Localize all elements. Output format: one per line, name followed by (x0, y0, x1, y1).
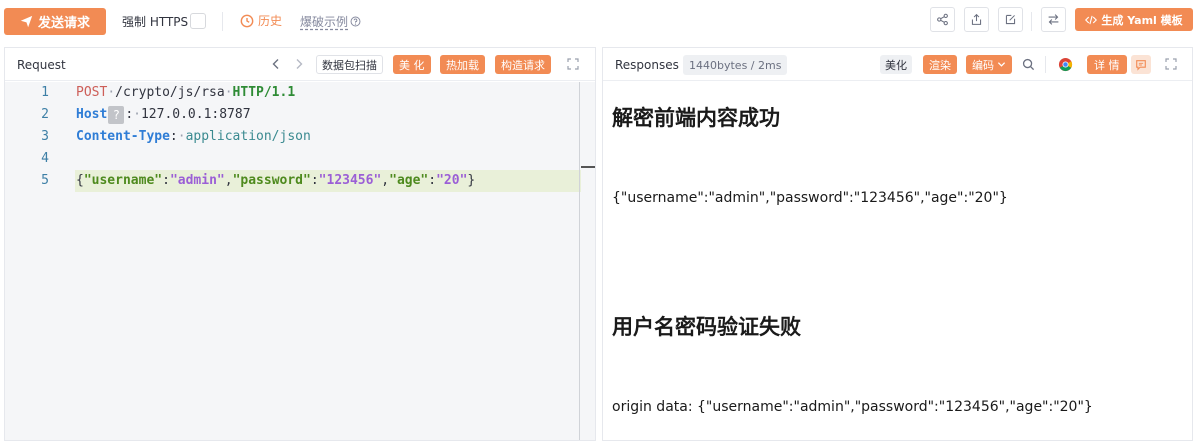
swap-button[interactable] (1041, 7, 1066, 32)
edit-icon (1005, 14, 1016, 25)
response-text: {"username":"admin","password":"123456",… (612, 190, 1008, 206)
content-type-value: application/json (185, 129, 311, 144)
json-value: "123456" (318, 173, 382, 188)
code-icon (1085, 15, 1098, 24)
render-response-tab[interactable]: 渲染 (923, 55, 957, 74)
response-render-view: 解密前端内容成功 {"username":"admin","password":… (603, 82, 1192, 440)
force-https-label: 强制 HTTPS (122, 15, 189, 29)
line-number: 2 (41, 107, 49, 122)
upload-icon (971, 13, 982, 25)
detail-label: 详 情 (1094, 58, 1120, 72)
send-icon (20, 15, 33, 28)
brute-examples-label: 爆破示例 (300, 15, 349, 29)
chevron-right-icon[interactable] (293, 58, 305, 70)
request-panel: Request 数据包扫描 美 化 热加载 构造请求 1 2 3 4 5 POS… (4, 47, 596, 441)
chevron-left-icon[interactable] (270, 58, 282, 70)
comment-button[interactable] (1131, 55, 1151, 74)
share-button[interactable] (930, 7, 955, 32)
json-key: "password" (232, 173, 311, 188)
generate-yaml-label: 生成 Yaml 模板 (1101, 13, 1183, 27)
response-size-badge: 1440bytes / 2ms (683, 55, 788, 75)
export-button[interactable] (964, 7, 989, 32)
line-number: 5 (41, 173, 49, 188)
hot-load-button[interactable]: 热加载 (440, 55, 485, 74)
encoding-label: 编码 (972, 58, 994, 72)
help-icon (350, 16, 361, 27)
render-response-label: 渲染 (929, 58, 951, 72)
json-value: "20" (436, 173, 468, 188)
beautify-request-label: 美 化 (399, 58, 425, 72)
send-request-button[interactable]: 发送请求 (4, 8, 106, 35)
beautify-response-tab[interactable]: 美化 (880, 55, 912, 74)
request-title: Request (17, 58, 66, 72)
host-key: Host (76, 107, 108, 122)
response-panel: Responses 1440bytes / 2ms 美化 渲染 编码 详 情 解… (602, 47, 1193, 441)
line-gutter: 1 2 3 4 5 (5, 82, 59, 440)
request-editor[interactable]: 1 2 3 4 5 POST·/crypto/js/rsa·HTTP/1.1 H… (5, 82, 595, 440)
detail-button[interactable]: 详 情 (1087, 55, 1127, 74)
request-header: Request 数据包扫描 美 化 热加载 构造请求 (5, 48, 595, 81)
send-request-label: 发送请求 (37, 16, 90, 31)
line-number: 4 (41, 151, 49, 166)
scrollbar-cursor-marker (581, 166, 595, 168)
packet-scan-button[interactable]: 数据包扫描 (316, 55, 383, 74)
history-button[interactable]: 历史 (240, 12, 282, 29)
beautify-request-button[interactable]: 美 化 (393, 55, 431, 74)
share-icon (937, 13, 948, 26)
divider (222, 12, 223, 31)
swap-icon (1048, 14, 1059, 25)
json-key: "username" (83, 173, 163, 188)
response-text: origin data: {"username":"admin","passwo… (612, 399, 1093, 415)
json-value: "admin" (169, 173, 225, 188)
json-body-line: {"username":"admin","password":"123456",… (76, 173, 476, 188)
chrome-icon[interactable] (1058, 57, 1073, 72)
chevron-down-icon (997, 62, 1006, 67)
line-number: 3 (41, 129, 49, 144)
generate-yaml-button[interactable]: 生成 Yaml 模板 (1075, 8, 1193, 31)
host-header-line: Host?:·127.0.0.1:8787 (76, 105, 251, 124)
http-method: POST (76, 85, 108, 100)
content-type-line: Content-Type:·application/json (76, 129, 311, 144)
expand-icon[interactable] (567, 58, 579, 70)
response-heading: 解密前端内容成功 (612, 106, 780, 130)
response-header: Responses 1440bytes / 2ms 美化 渲染 编码 详 情 (603, 48, 1192, 81)
construct-request-label: 构造请求 (501, 58, 545, 72)
response-heading: 用户名密码验证失败 (612, 315, 801, 339)
content-type-key: Content-Type (76, 129, 170, 144)
response-title: Responses (615, 58, 679, 72)
beautify-response-label: 美化 (885, 58, 907, 72)
request-path: /crypto/js/rsa (115, 85, 225, 100)
force-https-checkbox[interactable] (190, 13, 206, 29)
host-value: 127.0.0.1:8787 (140, 107, 251, 122)
history-label: 历史 (258, 14, 283, 28)
construct-request-button[interactable]: 构造请求 (495, 55, 551, 74)
expand-icon[interactable] (1165, 58, 1177, 70)
comment-icon (1136, 59, 1146, 71)
top-toolbar: 发送请求 强制 HTTPS 历史 爆破示例 生成 Yaml 模板 (0, 0, 1197, 44)
brute-examples-link[interactable]: 爆破示例 (300, 13, 361, 30)
editor-scrollbar[interactable] (579, 82, 580, 440)
line-number: 1 (41, 85, 49, 100)
hot-load-label: 热加载 (446, 58, 479, 72)
active-line-highlight (75, 170, 581, 192)
clock-icon (240, 14, 254, 27)
packet-scan-label: 数据包扫描 (322, 58, 377, 72)
json-key: "age" (389, 173, 429, 188)
host-help-badge[interactable]: ? (108, 105, 125, 124)
divider (1045, 56, 1046, 73)
search-icon[interactable] (1022, 58, 1035, 71)
edit-button[interactable] (998, 7, 1023, 32)
request-line: POST·/crypto/js/rsa·HTTP/1.1 (76, 85, 296, 100)
http-protocol: HTTP/1.1 (232, 85, 296, 100)
encoding-dropdown[interactable]: 编码 (966, 55, 1012, 74)
divider (1031, 12, 1032, 31)
